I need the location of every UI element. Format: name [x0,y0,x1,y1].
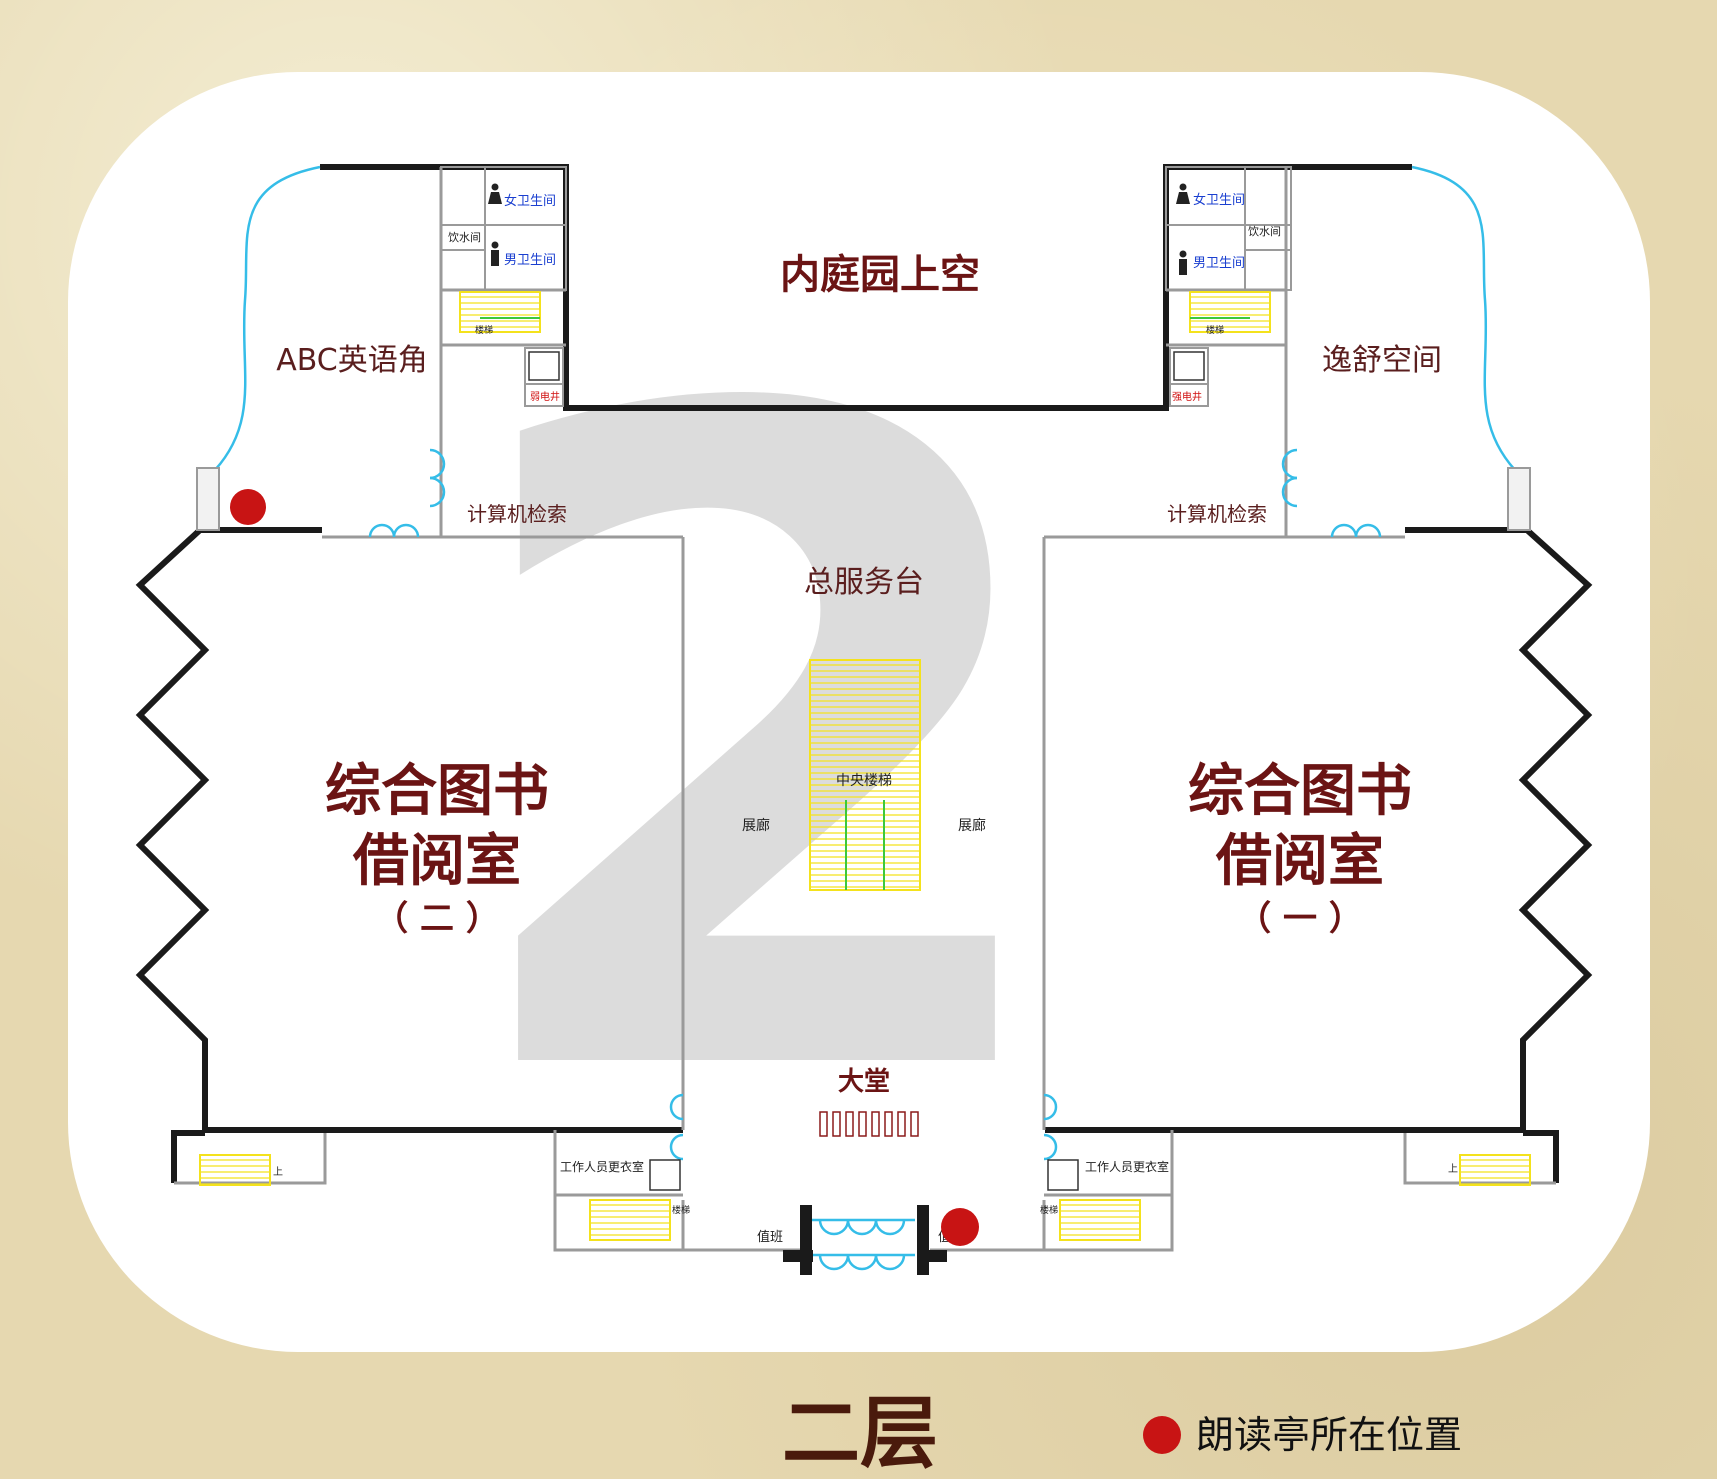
label-duty-left: 值班 [757,1229,783,1245]
lobby-benches [819,1111,919,1137]
label-search-right: 计算机检索 [1167,502,1267,526]
male-icon [491,241,499,266]
label-reading-room-2-line1: 综合图书 [325,759,549,824]
label-weak-shaft: 弱电井 [530,390,560,403]
stairs-arrows [480,317,1250,890]
label-stairs-left-bottom: 楼梯 [672,1204,690,1216]
entrance-pillars [783,1205,947,1275]
side-grilles [196,467,1531,531]
restroom-partitions-right [1165,166,1292,407]
label-staff-locker-left: 工作人员更衣室 [560,1159,644,1174]
label-staff-locker-right: 工作人员更衣室 [1085,1159,1169,1174]
reading-booth-marker-entrance[interactable] [941,1208,979,1246]
label-reading-room-1-line3: （ 一 ） [1237,899,1363,939]
legend-label: 朗读亭所在位置 [1196,1413,1462,1457]
female-icon [488,183,502,204]
label-reading-room-1-line1: 综合图书 [1188,759,1412,824]
label-reading-room-1-line2: 借阅室 [1215,829,1384,894]
label-stairs-left-top: 楼梯 [475,324,493,336]
label-inner-garden: 内庭园上空 [780,252,980,298]
label-reading-room-2-line2: 借阅室 [352,829,521,894]
floor-watermark-number: 2 [447,226,1073,1273]
label-service-desk: 总服务台 [804,565,924,600]
label-up-left: 上 [273,1166,283,1178]
label-english-corner: ABC英语角 [276,343,428,378]
stairs-group [199,291,1531,1241]
label-gallery-left: 展廊 [742,817,770,834]
floor-title: 二层 [782,1389,938,1479]
person-icons [488,183,1190,275]
label-reading-room-2-line3: （ 二 ） [374,899,500,939]
label-womens-restroom-right: 女卫生间 [1193,192,1245,208]
label-water-room-left: 饮水间 [448,231,481,244]
legend-marker-icon [1143,1416,1181,1454]
label-leisure-space: 逸舒空间 [1322,343,1442,378]
label-up-right: 上 [1448,1163,1458,1175]
label-stairs-right-top: 楼梯 [1206,324,1224,336]
label-water-room-right: 饮水间 [1248,225,1281,238]
stairs-treads [200,296,1530,1236]
label-search-left: 计算机检索 [467,502,567,526]
label-mens-restroom-right: 男卫生间 [1193,256,1245,271]
female-icon [1176,183,1190,204]
label-womens-restroom-left: 女卫生间 [504,193,556,209]
glass-walls [214,165,1516,1271]
male-icon [1179,250,1187,275]
label-stairs-right-bottom: 楼梯 [1040,1204,1058,1216]
reading-booth-marker-left[interactable] [230,489,266,525]
label-mens-restroom-left: 男卫生间 [504,253,556,268]
map-panel [68,72,1650,1352]
label-strong-shaft: 强电井 [1172,390,1202,403]
label-lobby: 大堂 [838,1067,890,1097]
label-gallery-right: 展廊 [958,817,986,834]
elevators [528,351,1205,1191]
restroom-partitions-left [440,166,567,407]
label-central-stairs: 中央楼梯 [836,773,892,789]
